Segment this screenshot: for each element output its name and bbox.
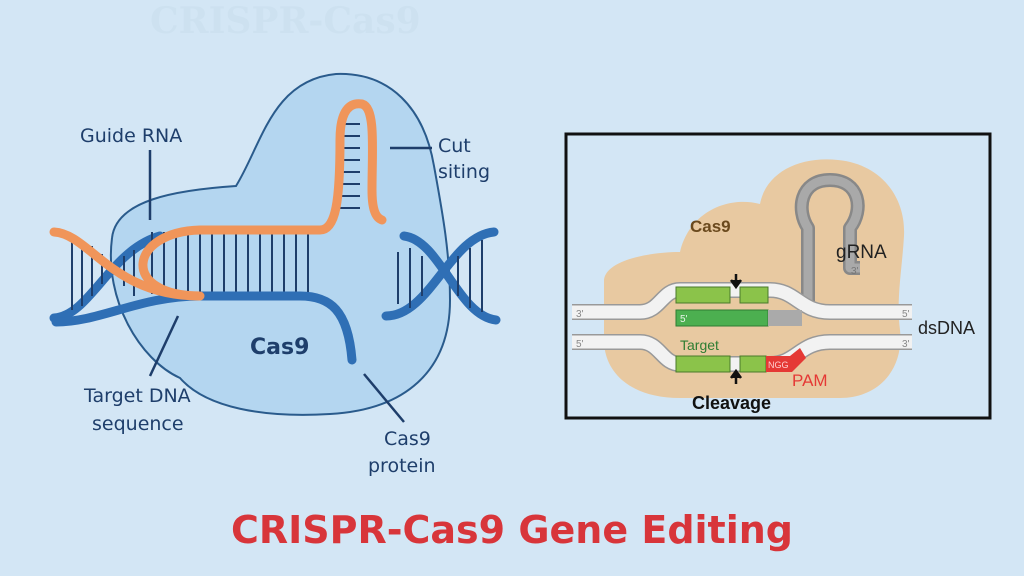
dsdna-label: dsDNA — [918, 318, 975, 338]
guide-grey-bar — [768, 310, 802, 326]
top-cleavage-arrow — [729, 274, 743, 290]
target-top-segment-left — [675, 286, 731, 304]
right-dna-blue-strand-1 — [381, 227, 499, 321]
right-helix-rungs — [397, 240, 483, 312]
cut-label-line2: siting — [438, 161, 490, 183]
guide-rna-strand — [49, 99, 387, 301]
ngg-label: NGG — [768, 360, 789, 370]
target-top-segment-right — [739, 286, 769, 304]
target-bottom-segment-left — [675, 355, 731, 373]
cut-label-line1: Cut — [438, 135, 471, 157]
cas9-protein-label-line1: Cas9 — [384, 428, 431, 450]
callout-lines — [148, 146, 432, 423]
cas9-protein-label-line2: protein — [368, 455, 436, 477]
cas9-center-label: Cas9 — [250, 335, 309, 360]
top-left-end-label: 3' — [576, 309, 584, 320]
top-right-end-label: 5' — [902, 309, 910, 320]
guide-green-bar — [675, 309, 769, 327]
grna-3prime-end: 3' — [851, 266, 859, 277]
pam-red-block — [766, 348, 806, 372]
bottom-left-end-label: 5' — [576, 339, 584, 350]
cas9-protein-blob — [109, 72, 452, 416]
bottom-cleavage-arrow — [729, 368, 743, 384]
guide-5prime-label: 5' — [680, 314, 688, 325]
bottom-right-end-label: 3' — [902, 339, 910, 350]
right-dna-blue-strand-2 — [399, 231, 501, 325]
target-dna-label-line2: sequence — [92, 413, 184, 435]
target-dna-label-line1: Target DNA — [83, 385, 191, 407]
cleavage-label: Cleavage — [692, 393, 771, 413]
left-diagram: Guide RNA Cut siting Cas9 Target DNA seq… — [49, 72, 501, 477]
page-title: CRISPR-Cas9 Gene Editing — [230, 508, 793, 552]
watermark-text: CRISPR-Cas9 — [150, 0, 421, 42]
guide-rna-label: Guide RNA — [80, 125, 182, 147]
grna-hairpin-inner — [797, 175, 863, 308]
right-diagram: Cas9 gRNA 3' 3' 5' 5' 3' 5' dsDNA Target… — [564, 132, 992, 420]
grna-label: gRNA — [836, 242, 887, 263]
pam-label: PAM — [792, 371, 828, 390]
target-bottom-segment-right — [739, 355, 767, 373]
target-label: Target — [680, 337, 719, 353]
cas9-label: Cas9 — [690, 217, 731, 236]
